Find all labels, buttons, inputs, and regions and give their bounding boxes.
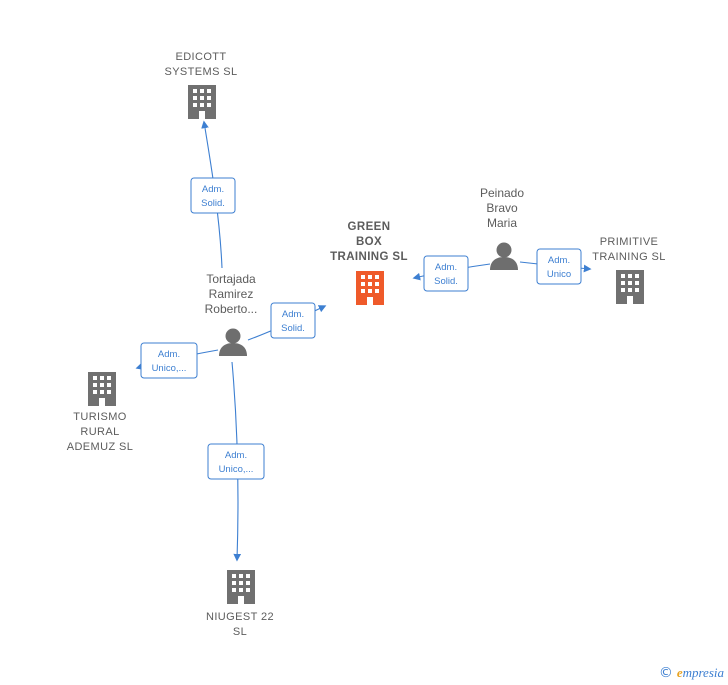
- relation-label-line: Unico,...: [219, 464, 254, 475]
- copyright-icon: ©: [658, 665, 673, 681]
- company-node-primitive[interactable]: PRIMITIVE TRAINING SL: [592, 236, 665, 304]
- relation-label-line: Adm.: [435, 262, 457, 273]
- relation-label-line: Solid.: [434, 276, 458, 287]
- company-name-line: ADEMUZ SL: [67, 441, 134, 453]
- company-name-line: TURISMO: [73, 411, 127, 423]
- person-node-tortajada[interactable]: Tortajada Ramirez Roberto...: [205, 272, 258, 356]
- company-name-line: PRIMITIVE: [600, 236, 659, 248]
- person-name-line: Bravo: [486, 201, 518, 215]
- company-name-line: RURAL: [80, 426, 119, 438]
- company-name-line: BOX: [356, 236, 382, 248]
- building-icon: [188, 85, 216, 119]
- person-icon: [490, 242, 518, 270]
- relation-label-primitive[interactable]: Adm. Unico: [536, 248, 582, 285]
- building-icon: [356, 271, 384, 305]
- relation-label-turismo[interactable]: Adm. Unico,...: [140, 342, 198, 379]
- relation-label-line: Adm.: [225, 450, 247, 461]
- person-node-peinado[interactable]: Peinado Bravo Maria: [480, 186, 524, 270]
- relation-label-edicott[interactable]: Adm. Solid.: [190, 177, 236, 214]
- building-icon: [227, 570, 255, 604]
- company-name-line: EDICOTT: [175, 51, 226, 63]
- company-node-turismo[interactable]: TURISMO RURAL ADEMUZ SL: [67, 372, 134, 453]
- brand-logo-initial: e: [676, 665, 683, 680]
- person-name-line: Maria: [487, 216, 517, 230]
- person-name-line: Roberto...: [205, 302, 258, 316]
- relation-label-line: Solid.: [281, 323, 305, 334]
- company-name-line: SL: [233, 626, 247, 638]
- relation-label-line: Adm.: [202, 184, 224, 195]
- relation-label-line: Solid.: [201, 198, 225, 209]
- person-name-line: Tortajada: [206, 272, 256, 286]
- company-node-edicott[interactable]: EDICOTT SYSTEMS SL: [164, 51, 237, 119]
- relation-label-line: Unico,...: [152, 363, 187, 374]
- relation-label-line: Adm.: [548, 255, 570, 266]
- company-name-line: SYSTEMS SL: [164, 66, 237, 78]
- company-name-line: GREEN: [348, 221, 391, 233]
- person-name-line: Ramirez: [209, 287, 254, 301]
- person-name-line: Peinado: [480, 186, 524, 200]
- building-icon: [616, 270, 644, 304]
- relation-label-greenbox-peinado[interactable]: Adm. Solid.: [423, 255, 469, 292]
- brand-logo-text: mpresia: [682, 665, 724, 680]
- person-icon: [219, 328, 247, 356]
- company-name-line: TRAINING SL: [592, 251, 665, 263]
- relation-label-greenbox-tortajada[interactable]: Adm. Solid.: [270, 302, 316, 339]
- relation-label-niugest[interactable]: Adm. Unico,...: [207, 443, 265, 480]
- company-name-line: NIUGEST 22: [206, 611, 274, 623]
- company-name-line: TRAINING SL: [330, 251, 408, 263]
- company-node-greenbox[interactable]: GREEN BOX TRAINING SL: [330, 221, 408, 305]
- relation-label-line: Adm.: [282, 309, 304, 320]
- company-node-niugest[interactable]: NIUGEST 22 SL: [206, 570, 274, 638]
- relation-label-line: Adm.: [158, 349, 180, 360]
- relation-label-line: Unico: [547, 269, 571, 280]
- building-icon: [88, 372, 116, 406]
- brand-footer: ©empresia: [659, 665, 724, 681]
